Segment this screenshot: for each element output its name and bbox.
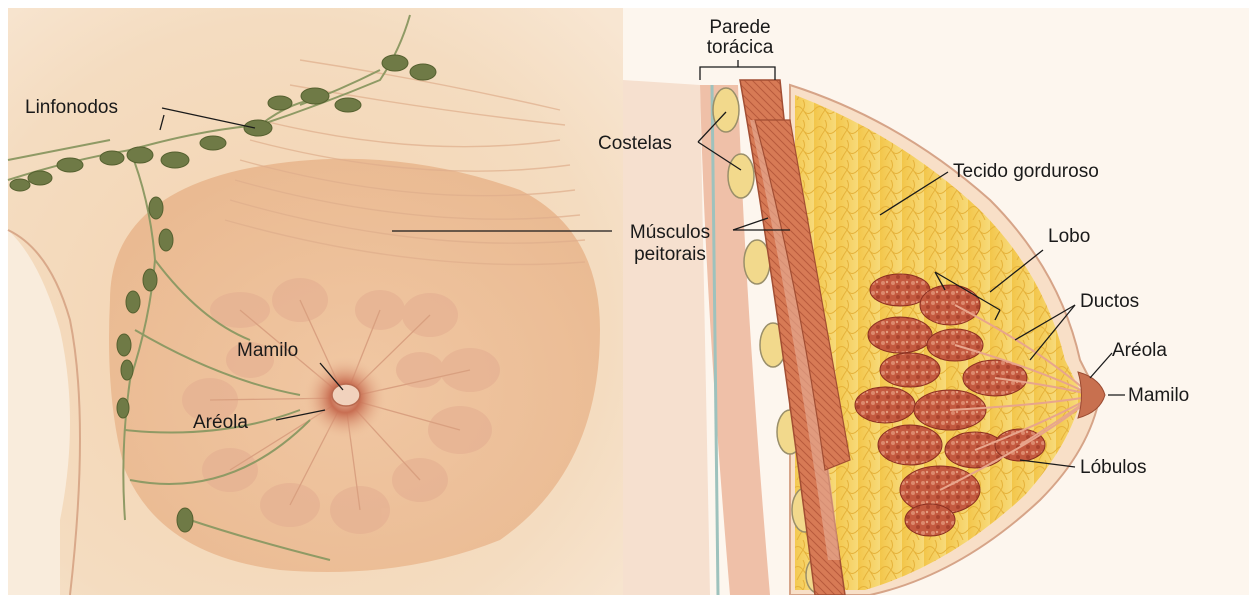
chest-wall-skin [623, 80, 710, 595]
label-ductos: Ductos [1080, 291, 1139, 312]
label-peitorais: peitorais [634, 244, 706, 265]
label-tecido-gorduroso: Tecido gorduroso [953, 161, 1099, 182]
label-areola-left: Aréola [193, 412, 248, 433]
nipple-shape [332, 384, 360, 406]
label-lobo: Lobo [1048, 226, 1090, 247]
label-parede: Parede [709, 17, 770, 38]
label-mamilo-right: Mamilo [1128, 385, 1189, 406]
label-toracica: torácica [707, 37, 774, 58]
label-linfonodos: Linfonodos [25, 97, 118, 118]
label-mamilo-left: Mamilo [237, 340, 298, 361]
label-costelas: Costelas [598, 133, 672, 154]
label-lobulos: Lóbulos [1080, 457, 1147, 478]
right-panel-cross-section [623, 8, 1249, 595]
label-musculos: Músculos [630, 222, 710, 243]
label-areola-right: Aréola [1112, 340, 1167, 361]
